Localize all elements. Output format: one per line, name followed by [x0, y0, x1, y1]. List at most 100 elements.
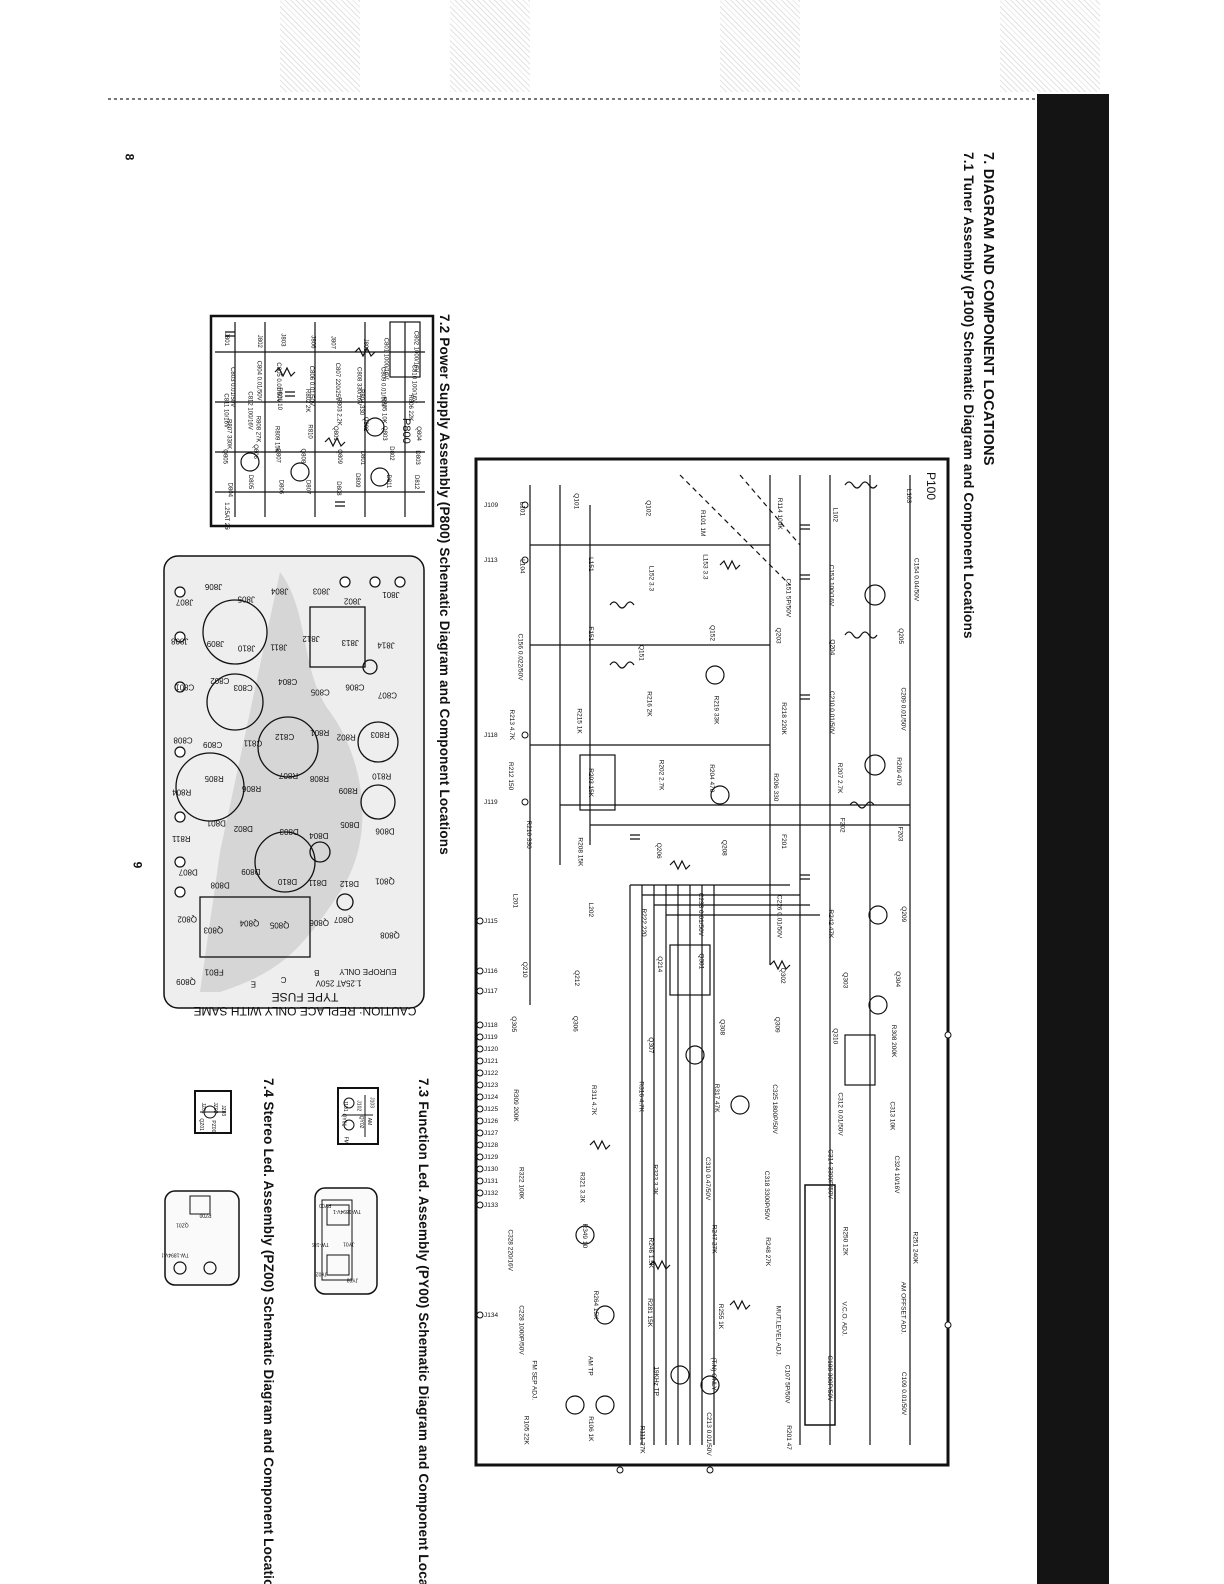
- component-label: Q214: [656, 956, 663, 972]
- component-label: D809: [241, 867, 261, 876]
- component-label: J806: [309, 335, 315, 349]
- scan-noise: [1000, 0, 1100, 92]
- component-label: D801: [359, 451, 365, 466]
- component-label: PY00: [319, 1202, 331, 1208]
- component-label: C325 1800P/50V: [771, 1084, 778, 1134]
- component-label: B: [314, 968, 319, 977]
- component-label: C156 0.022/50V: [517, 634, 524, 682]
- component-label: C810 100/16V: [411, 365, 417, 403]
- component-label: J803: [312, 587, 330, 596]
- component-label: R349 10: [581, 1224, 588, 1249]
- component-label: C803: [233, 683, 253, 692]
- component-label: R219 33K: [712, 696, 719, 726]
- component-label: J812: [302, 634, 320, 643]
- jack-label: J120: [484, 1046, 498, 1053]
- component-label: R246 1.5K: [647, 1238, 654, 1269]
- component-label: Q304: [894, 971, 901, 987]
- component-label: C324 10/16V: [893, 1156, 900, 1195]
- component-label: J802: [343, 596, 361, 605]
- component-label: AM TP: [586, 1356, 593, 1376]
- component-label: Q804: [415, 426, 421, 441]
- component-label: C805: [310, 688, 330, 697]
- jack-label: J125: [484, 1106, 498, 1113]
- component-label: Q805: [221, 449, 227, 464]
- jack-label: J121: [484, 1058, 498, 1065]
- section-heading-main: 7. DIAGRAM AND COMPONENT LOCATIONS: [980, 152, 996, 466]
- component-label: C109 0.01/50V: [900, 1372, 907, 1416]
- jack-label: J123: [484, 1082, 498, 1089]
- component-label: 1.25AT 250V (T.N) ONLY: [223, 502, 229, 530]
- component-label: R215 1K: [576, 708, 583, 734]
- component-label: Q808: [380, 931, 400, 940]
- component-label: C107 5P/50V: [783, 1365, 790, 1404]
- component-label: R806: [241, 784, 261, 793]
- component-label: R311 4.7K: [590, 1085, 597, 1116]
- component-label: R321 3.3K: [578, 1172, 585, 1203]
- jack-label: J132: [484, 1190, 498, 1197]
- component-label: C151 5P/50V: [785, 579, 792, 618]
- component-label: D811: [308, 878, 327, 887]
- component-label: Q807: [333, 915, 353, 924]
- component-label: C213 0.01/50V: [705, 1412, 712, 1456]
- component-label: JZ03: [220, 1105, 226, 1116]
- component-label: J813: [341, 638, 359, 647]
- component-label: QY01: [340, 1114, 346, 1127]
- component-label: D806: [375, 827, 395, 836]
- component-label: C328 220/16V: [507, 1229, 514, 1271]
- component-label: R213 4.7K: [508, 710, 515, 741]
- component-label: R810: [372, 772, 392, 781]
- jack-label: J115: [484, 918, 498, 925]
- jack-label: J128: [484, 1142, 498, 1149]
- component-label: Q306: [572, 1016, 579, 1032]
- component-label: 19KHz TP: [653, 1366, 660, 1396]
- component-label: D804: [226, 483, 232, 498]
- power-caution-note: CAUTION: REPLACE ONLY WITH SAME TYPE FUS…: [193, 990, 417, 1018]
- component-label: PZ00: [210, 1120, 216, 1132]
- component-label: Q301: [698, 953, 705, 969]
- jack-label: J124: [484, 1094, 498, 1101]
- component-label: MUT.LEVEL ADJ.: [775, 1306, 782, 1357]
- component-label: D806: [277, 480, 283, 495]
- component-label: D803: [279, 827, 299, 836]
- component-label: C210 0.01/50V: [828, 691, 835, 735]
- component-label: L202: [587, 903, 594, 918]
- component-label: Q101: [573, 493, 580, 509]
- jack-label: J134: [484, 1312, 498, 1319]
- component-label: Q204: [828, 639, 835, 655]
- component-label: L152 3.3: [648, 566, 655, 592]
- top-divider: [108, 98, 1038, 100]
- jack-label: J109: [484, 502, 498, 509]
- jack-label: J130: [484, 1166, 498, 1173]
- component-label: Q205: [897, 628, 904, 644]
- component-label: C807: [377, 690, 397, 699]
- component-label: R316 4.7K: [638, 1081, 645, 1112]
- jack-label: J127: [484, 1130, 498, 1137]
- section-heading-7-3: 7.3 Function Led. Assembly (PY00) Schema…: [416, 1078, 431, 1584]
- component-label: Q806: [309, 918, 329, 927]
- component-label: Q809: [336, 449, 342, 464]
- component-label: C802: [210, 676, 230, 685]
- component-label: R281 15K: [646, 1298, 653, 1328]
- jack-label: J122: [484, 1070, 498, 1077]
- jack-label: J118: [484, 1022, 498, 1029]
- component-label: R806 22K: [407, 395, 413, 422]
- component-label: R210 330: [525, 821, 532, 850]
- component-label: C807 220/25V: [334, 363, 340, 401]
- component-label: D811: [385, 475, 391, 490]
- component-label: Q152: [708, 625, 715, 641]
- component-label: R206 330: [772, 773, 779, 802]
- component-label: L201: [511, 894, 518, 909]
- component-label: R807 330K: [226, 419, 232, 449]
- component-label: C809 0.01/50V: [380, 367, 386, 407]
- component-label: F201: [780, 834, 787, 849]
- component-label: JZ01: [200, 1103, 206, 1114]
- component-label: D801: [206, 819, 226, 828]
- component-label: Q102: [645, 500, 652, 516]
- component-label: C226 0.01/50V: [776, 895, 783, 939]
- component-label: J806: [204, 582, 222, 591]
- jack-label: J118: [484, 732, 498, 739]
